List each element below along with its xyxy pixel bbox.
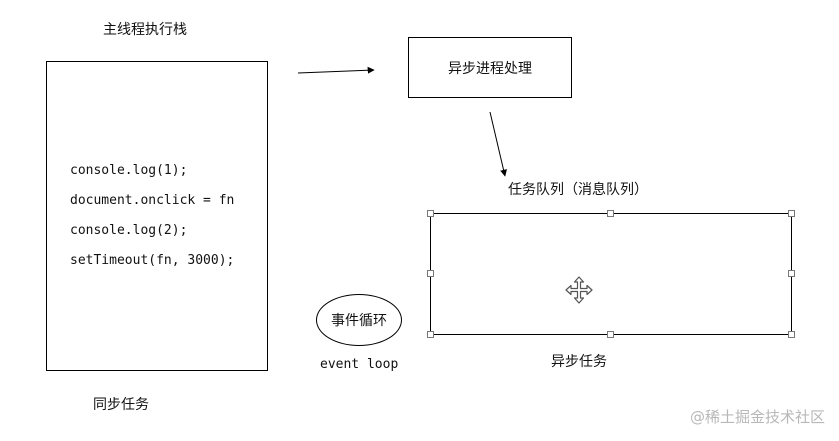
queue-title: 任务队列（消息队列）: [508, 182, 648, 198]
queue-caption: 异步任务: [551, 354, 607, 370]
resize-handle[interactable]: [427, 270, 434, 277]
arrow-to-queue: [489, 111, 507, 177]
code-line: setTimeout(fn, 3000);: [70, 253, 235, 268]
watermark: @稀土掘金技术社区: [689, 408, 825, 426]
code-lines: console.log(1); document.onclick = fn co…: [70, 160, 234, 280]
move-cursor-icon: [565, 276, 593, 304]
resize-handle[interactable]: [427, 210, 434, 217]
event-loop-ellipse: 事件循环: [316, 294, 402, 346]
code-line: console.log(1);: [70, 163, 188, 178]
resize-handle[interactable]: [427, 331, 434, 338]
resize-handle[interactable]: [788, 331, 795, 338]
task-queue-box[interactable]: [427, 210, 795, 338]
resize-handle[interactable]: [607, 210, 614, 217]
call-stack-box: [46, 61, 268, 371]
event-loop-label: 事件循环: [331, 313, 387, 329]
stack-title: 主线程执行栈: [103, 22, 187, 38]
event-loop-caption: event loop: [320, 357, 399, 372]
arrow-to-async: [297, 66, 375, 74]
resize-handle[interactable]: [788, 270, 795, 277]
code-line: document.onclick = fn: [70, 193, 235, 208]
async-process-label: 异步进程处理: [448, 60, 532, 77]
resize-handle[interactable]: [607, 331, 614, 338]
code-line: console.log(2);: [70, 223, 188, 238]
resize-handle[interactable]: [788, 210, 795, 217]
stack-caption: 同步任务: [93, 397, 149, 413]
async-process-box: 异步进程处理: [408, 37, 572, 98]
